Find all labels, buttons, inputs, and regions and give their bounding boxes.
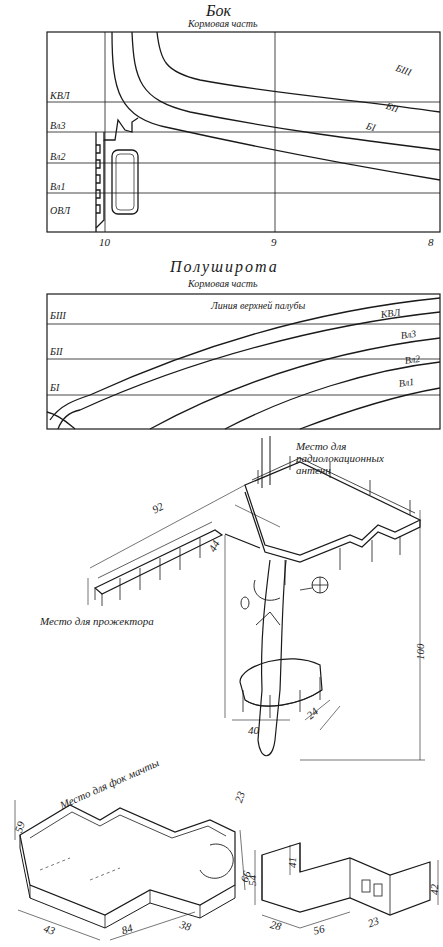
grid-frame — [47, 32, 440, 232]
label: 40 — [248, 724, 259, 736]
label: Вл1 — [50, 181, 65, 192]
label: Место для фок мачты — [58, 756, 161, 811]
label: 23 — [232, 790, 247, 804]
label: 8 — [428, 236, 434, 248]
label: Место для прожектора — [40, 615, 154, 627]
label: Линия верхней палубы — [210, 300, 306, 311]
label: Вл2 — [50, 151, 65, 162]
label: Место для радиолокационных антенн — [296, 440, 406, 476]
mast-isometric — [88, 436, 425, 760]
label: Кормовая часть — [188, 278, 258, 289]
label: 84 — [120, 922, 134, 937]
label: Кормовая часть — [188, 18, 258, 29]
label: БI — [50, 382, 59, 393]
label: Полуширота — [170, 258, 279, 276]
label: 56 — [312, 922, 326, 937]
label: 92 — [150, 500, 165, 516]
label: 42 — [428, 884, 440, 895]
buttock-curves — [112, 32, 440, 180]
label: 9 — [271, 236, 277, 248]
label: Вл1 — [398, 376, 415, 389]
sternpost — [96, 118, 138, 232]
label: 23 — [366, 914, 380, 929]
label: 10 — [99, 236, 110, 248]
label: ОВЛ — [50, 205, 70, 216]
label: 100 — [414, 644, 426, 661]
label: БI — [365, 120, 377, 133]
waterlines — [47, 32, 440, 232]
label: БII — [50, 346, 63, 357]
label: Вл3 — [50, 120, 65, 131]
platform-part — [15, 800, 245, 940]
label: 38 — [178, 918, 192, 933]
label: 28 — [269, 918, 283, 933]
label: КВЛ — [50, 90, 70, 101]
label: БIII — [50, 310, 66, 321]
label: 54 — [246, 875, 258, 886]
label: БIII — [394, 62, 413, 78]
label: 44 — [206, 538, 222, 553]
bracket-part — [255, 843, 438, 928]
halfbreadth-curves — [47, 298, 440, 429]
label: Вл2 — [404, 353, 421, 366]
label: Бок — [206, 2, 231, 20]
label: Вл3 — [400, 328, 417, 341]
label: 41 — [286, 857, 298, 868]
label: БII — [385, 100, 400, 114]
label: 43 — [42, 922, 56, 937]
grid-frame — [47, 294, 440, 429]
buttock-lines — [47, 324, 440, 395]
